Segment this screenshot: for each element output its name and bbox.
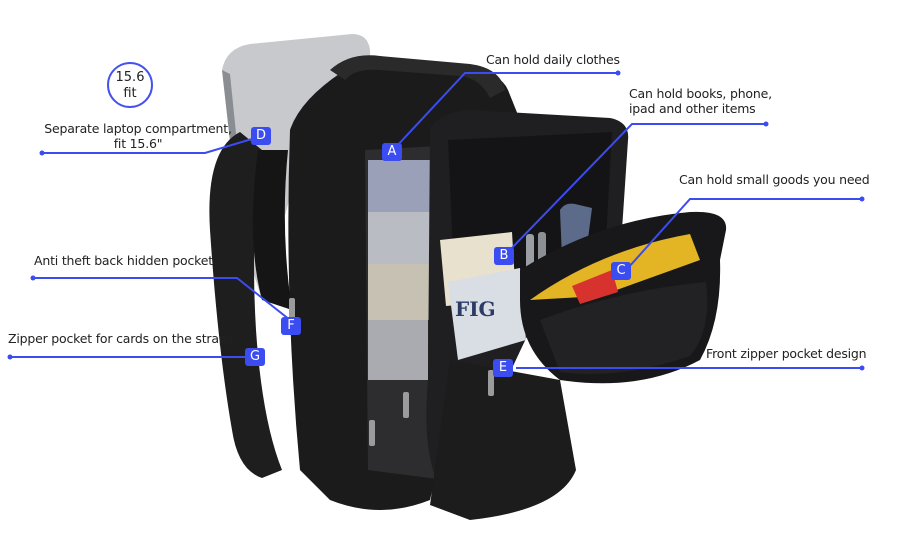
caption-d: Separate laptop compartment, fit 15.6" <box>40 121 236 151</box>
tag-d: D <box>251 127 271 145</box>
callout-endpoints <box>7 70 865 371</box>
backpack-body: FIG <box>288 55 727 520</box>
tag-c: C <box>611 262 631 280</box>
badge-fit: fit <box>123 86 137 101</box>
svg-text:FIG: FIG <box>455 297 496 321</box>
tag-e: E <box>493 359 513 377</box>
badge-size: 15.6 <box>115 70 145 85</box>
tag-g: G <box>245 348 265 366</box>
caption-a: Can hold daily clothes <box>486 52 620 67</box>
laptop-fit-badge: 15.6 fit <box>107 62 153 108</box>
caption-b-line1: Can hold books, phone, <box>629 86 772 101</box>
caption-c: Can hold small goods you need <box>679 172 870 187</box>
caption-d-line2: fit 15.6" <box>113 136 163 151</box>
tag-a: A <box>382 143 402 161</box>
callout-lines <box>10 72 862 369</box>
caption-d-line1: Separate laptop compartment, <box>44 121 232 136</box>
shoulder-straps <box>209 132 292 478</box>
tag-b: B <box>494 247 514 265</box>
tag-f: F <box>281 317 301 335</box>
caption-g: Zipper pocket for cards on the straps <box>8 331 233 346</box>
caption-b: Can hold books, phone, ipad and other it… <box>629 86 772 116</box>
caption-e: Front zipper pocket design <box>706 346 867 361</box>
caption-b-line2: ipad and other items <box>629 101 756 116</box>
caption-f: Anti theft back hidden pocket <box>34 253 213 268</box>
